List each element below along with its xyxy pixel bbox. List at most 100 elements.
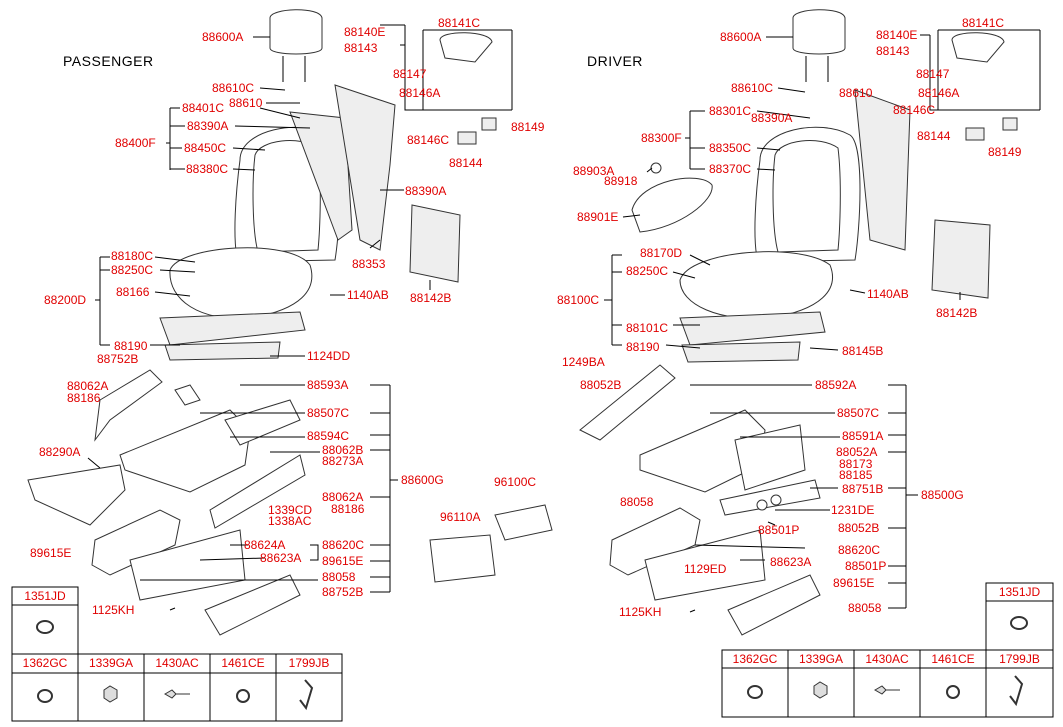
- label-89615E: 89615E: [322, 554, 364, 568]
- label-88146A: 88146A: [918, 86, 960, 100]
- hardware-icons-left: [36, 620, 314, 711]
- label-88401C: 88401C: [182, 101, 225, 115]
- nut-icon: [813, 681, 828, 699]
- washer-icon: [946, 685, 960, 699]
- label-1124DD: 1124DD: [307, 349, 351, 363]
- hardware-table-right-lines: [721, 582, 1054, 718]
- label-88390A: 88390A: [751, 111, 793, 125]
- label-88250C: 88250C: [111, 263, 154, 277]
- hardware-right-2: 1339GA: [798, 652, 844, 666]
- label-88149: 88149: [511, 120, 545, 134]
- label-88623A: 88623A: [770, 555, 812, 569]
- label-88062B: 88062B: [322, 443, 364, 457]
- hardware-left-2: 1339GA: [88, 656, 134, 670]
- label-88301C: 88301C: [709, 104, 752, 118]
- label-88370C: 88370C: [709, 162, 752, 176]
- label-88180C: 88180C: [111, 249, 154, 263]
- label-88610C: 88610C: [731, 81, 774, 95]
- label-88142B: 88142B: [936, 306, 978, 320]
- label-1249BA: 1249BA: [562, 355, 605, 369]
- bolt-icon: [873, 685, 900, 695]
- label-88380C: 88380C: [186, 162, 229, 176]
- label-88147: 88147: [393, 67, 427, 81]
- clip-icon: [1009, 675, 1024, 707]
- label-88591A: 88591A: [842, 429, 884, 443]
- driver-seat-back: [754, 89, 911, 263]
- hardware-icons-right: [747, 616, 1028, 707]
- label-88620C: 88620C: [838, 543, 881, 557]
- grommet-icon: [1010, 616, 1028, 630]
- driver-leader-lines: [604, 29, 1041, 613]
- label-88273A: 88273A: [322, 454, 364, 468]
- label-88146C: 88146C: [407, 133, 450, 147]
- washer-icon: [236, 689, 250, 703]
- label-88918: 88918: [604, 174, 638, 188]
- label-88140E: 88140E: [876, 28, 918, 42]
- hardware-left-4: 1461CE: [221, 656, 265, 670]
- label-88752B-top: 88752B: [97, 352, 139, 366]
- passenger-seat-cushion: [159, 247, 313, 361]
- label-88610: 88610: [839, 86, 873, 100]
- label-88600G: 88600G: [401, 473, 444, 487]
- label-88052A: 88052A: [836, 445, 878, 459]
- driver-seat-track: [579, 364, 821, 636]
- passenger-electronics: [429, 32, 553, 583]
- label-88146A: 88146A: [399, 86, 441, 100]
- passenger-leader-lines: [87, 24, 513, 611]
- label-88144: 88144: [449, 156, 483, 170]
- label-88500G: 88500G: [921, 488, 964, 502]
- hardware-table-left-lines: [11, 586, 343, 722]
- label-88100C: 88100C: [557, 293, 600, 307]
- label-88062A: 88062A: [322, 490, 364, 504]
- label-88058-top: 88058: [620, 495, 654, 509]
- label-88101C: 88101C: [626, 321, 669, 335]
- hardware-left-3: 1430AC: [155, 656, 199, 670]
- label-88250C: 88250C: [626, 264, 669, 278]
- label-88901E: 88901E: [577, 210, 619, 224]
- label-88623A: 88623A: [260, 551, 302, 565]
- label-88624A: 88624A: [244, 538, 286, 552]
- label-88166: 88166: [116, 285, 150, 299]
- bolt-icon: [163, 689, 190, 699]
- label-1125KH: 1125KH: [92, 603, 135, 617]
- grommet-icon: [36, 620, 54, 634]
- passenger-headrest: [269, 9, 323, 82]
- driver-header: DRIVER: [587, 53, 643, 69]
- label-96110A: 96110A: [440, 510, 481, 524]
- passenger-seat-back: [234, 111, 353, 263]
- label-88173: 88173: [839, 457, 873, 471]
- label-88141C: 88141C: [438, 16, 481, 30]
- label-88146C: 88146C: [893, 103, 936, 117]
- label-1129ED: 1129ED: [684, 562, 727, 576]
- hardware-left-1: 1362GC: [22, 656, 68, 670]
- label-88610C: 88610C: [212, 81, 255, 95]
- grommet-icon: [747, 685, 763, 699]
- label-88903A: 88903A: [573, 164, 615, 178]
- label-88144: 88144: [917, 129, 951, 143]
- passenger-seat-frame-back: [334, 84, 461, 283]
- label-88186-top: 88186: [67, 391, 101, 405]
- label-88190: 88190: [626, 340, 660, 354]
- driver-armrest: [631, 177, 713, 233]
- label-88600A: 88600A: [202, 30, 244, 44]
- label-88058: 88058: [848, 601, 882, 615]
- label-88390A: 88390A: [405, 184, 447, 198]
- label-88400F: 88400F: [115, 136, 156, 150]
- label-88141C: 88141C: [962, 16, 1005, 30]
- label-88501P-top: 88501P: [758, 523, 800, 537]
- label-88058: 88058: [322, 570, 356, 584]
- label-88353: 88353: [352, 257, 386, 271]
- hardware-left-5: 1799JB: [288, 656, 330, 670]
- passenger-seat-track: [27, 369, 306, 636]
- label-88600A: 88600A: [720, 30, 762, 44]
- label-1338AC: 1338AC: [268, 514, 312, 528]
- label-88170D: 88170D: [640, 246, 683, 260]
- label-88450C: 88450C: [184, 141, 227, 155]
- label-88751B: 88751B: [842, 482, 884, 496]
- label-88620C: 88620C: [322, 538, 365, 552]
- label-88145B: 88145B: [842, 344, 884, 358]
- label-88185: 88185: [839, 468, 873, 482]
- label-88593A: 88593A: [307, 378, 349, 392]
